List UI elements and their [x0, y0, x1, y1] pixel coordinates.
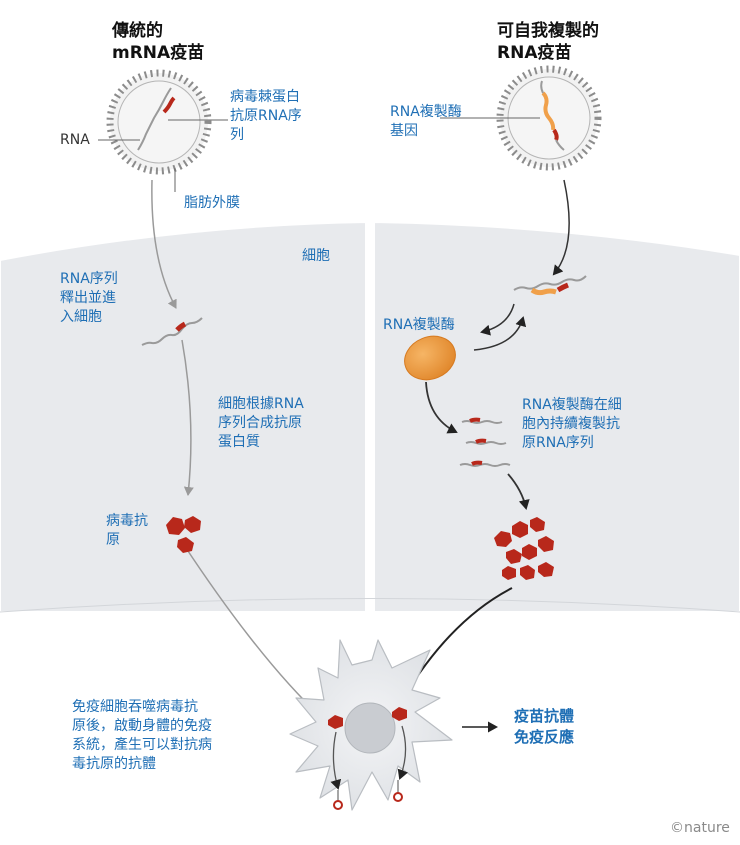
left-antigen-proteins	[166, 516, 201, 553]
immune-cell-internal-arrow-left	[330, 731, 342, 790]
right-cell-antigen-segment	[556, 282, 569, 293]
arrow-replicase-to-rna	[473, 316, 527, 351]
right-panel-title: 可自我複製的 RNA疫苗	[497, 21, 599, 63]
rna-release-label: RNA序列 釋出並進 入細胞	[60, 271, 118, 325]
protein-synthesis-label: 細胞根據RNA 序列合成抗原 蛋白質	[218, 396, 304, 450]
immune-cell-internal-arrow-right	[397, 725, 409, 780]
right-rna-tail	[540, 80, 565, 151]
left-panel-title: 傳統的 mRNA疫苗	[112, 21, 205, 63]
arrow-replicase-to-copies	[425, 381, 458, 434]
replicase-label: RNA複製酶	[383, 317, 455, 333]
left-antigen-segment	[162, 96, 176, 114]
spike-gene-label: 病毒棘蛋白 抗原RNA序 列	[230, 89, 302, 143]
nature-credit: ©nature	[670, 820, 730, 836]
right-replicase-segment	[541, 91, 556, 131]
left-arrow-entry	[151, 179, 177, 309]
immune-cell-antigen-left	[328, 715, 343, 729]
cell-label: 細胞	[302, 248, 330, 264]
replicase-gene-label: RNA複製酶 基因	[390, 104, 462, 139]
rna-label: RNA	[60, 132, 90, 148]
right-cell-rna-strand	[513, 275, 587, 291]
left-rna-strand	[137, 87, 172, 151]
replicase-enzyme-blob	[404, 335, 456, 381]
outcome-antibody-label: 疫苗抗體	[514, 707, 575, 725]
outcome-immune-label: 免疫反應	[514, 728, 575, 746]
rna-replication-label: RNA複製酶在細 胞內持續複製抗 原RNA序列	[522, 397, 622, 451]
cell-bottom-edge	[0, 598, 740, 613]
left-arrow-synthesis	[181, 339, 194, 496]
lipid-membrane-label: 脂肪外膜	[184, 195, 240, 211]
right-antigen-proteins	[494, 517, 554, 580]
arrow-copies-to-antigens	[507, 473, 530, 510]
antigen-presentation-molecules	[333, 780, 403, 810]
right-cell-replicase-segment	[530, 287, 557, 296]
cell-left-half	[0, 220, 367, 613]
left-cell-rna-strand	[141, 317, 203, 346]
replicated-rna-copies	[459, 417, 511, 467]
viral-antigen-label: 病毒抗 原	[106, 513, 148, 548]
left-lipid-particle	[106, 69, 212, 175]
immune-cell-antigen-right	[392, 707, 407, 721]
right-antigen-segment	[552, 128, 559, 141]
immune-response-description: 免疫細胞吞噬病毒抗 原後，啟動身體的免疫 系統，產生可以對抗病 毒抗原的抗體	[72, 699, 212, 772]
left-cell-antigen-segment	[175, 321, 187, 332]
cell-right-half	[373, 220, 740, 613]
immune-cell-nucleus	[344, 702, 396, 754]
right-arrow-entry	[552, 179, 570, 276]
arrow-rna-to-replicase	[480, 303, 515, 336]
